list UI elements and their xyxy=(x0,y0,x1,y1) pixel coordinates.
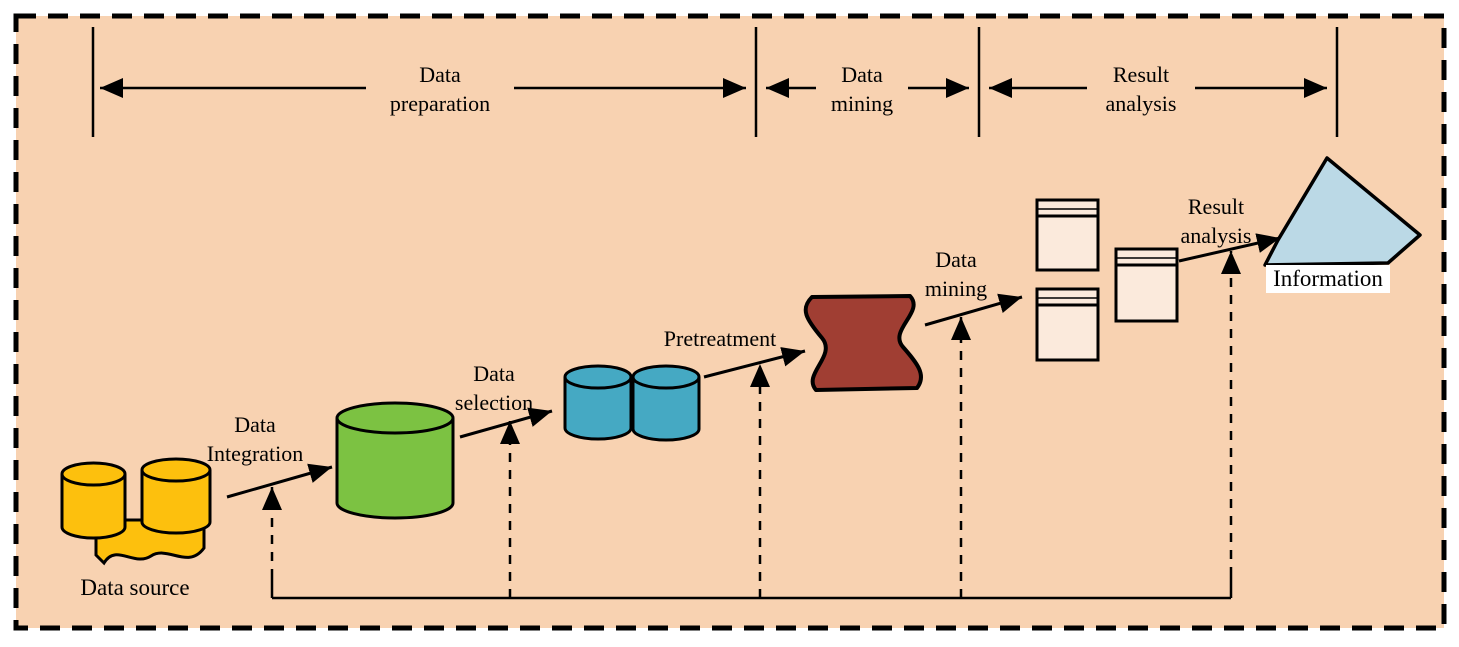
node-label-data-source: Data source xyxy=(80,575,190,600)
teal-cylinder-left-top xyxy=(563,364,633,390)
transition-label-data-mining: Data mining xyxy=(924,247,988,301)
node-mining-results xyxy=(1035,198,1179,362)
data-source-cylinder-left-body xyxy=(60,474,127,540)
arrow-data-integration xyxy=(226,463,333,499)
node-pretreated-data xyxy=(803,294,923,392)
phase-label-data-preparation: Data preparation xyxy=(389,62,491,116)
arrow-data-mining xyxy=(924,293,1023,327)
green-cylinder-top xyxy=(335,401,455,435)
feedback-connector xyxy=(262,251,1241,600)
transition-label-pretreatment: Pretreatment xyxy=(663,326,777,351)
transition-label-data-selection: Data selection xyxy=(454,361,534,415)
phase-ticks xyxy=(91,27,1339,137)
teal-cylinder-left-body xyxy=(563,377,633,441)
arrow-pretreatment xyxy=(703,347,806,379)
teal-cylinder-right-body xyxy=(631,377,701,442)
data-source-cylinder-right-top xyxy=(140,457,212,483)
node-label-information: Information xyxy=(1266,265,1390,293)
arrow-result-analysis xyxy=(1178,233,1281,263)
data-source-cylinder-left-top xyxy=(60,461,127,487)
teal-cylinder-right-top xyxy=(631,364,701,390)
transition-label-result-analysis: Result analysis xyxy=(1180,194,1252,248)
result-window-3 xyxy=(1114,247,1179,323)
phase-label-result-analysis: Result analysis xyxy=(1105,62,1177,116)
green-cylinder-body xyxy=(335,418,455,520)
node-information xyxy=(1263,156,1422,267)
node-data-source xyxy=(60,457,212,566)
result-window-2 xyxy=(1035,287,1100,362)
result-window-1 xyxy=(1035,198,1100,272)
node-selected-data xyxy=(563,364,701,442)
phase-label-data-mining: Data mining xyxy=(830,62,894,116)
data-source-cylinder-right-body xyxy=(140,470,212,535)
transition-label-data-integration: Data Integration xyxy=(206,412,304,466)
node-integrated-data xyxy=(335,401,455,520)
arrow-data-selection xyxy=(459,407,553,439)
diagram-border xyxy=(13,13,1447,631)
flow-arrows xyxy=(226,233,1281,499)
